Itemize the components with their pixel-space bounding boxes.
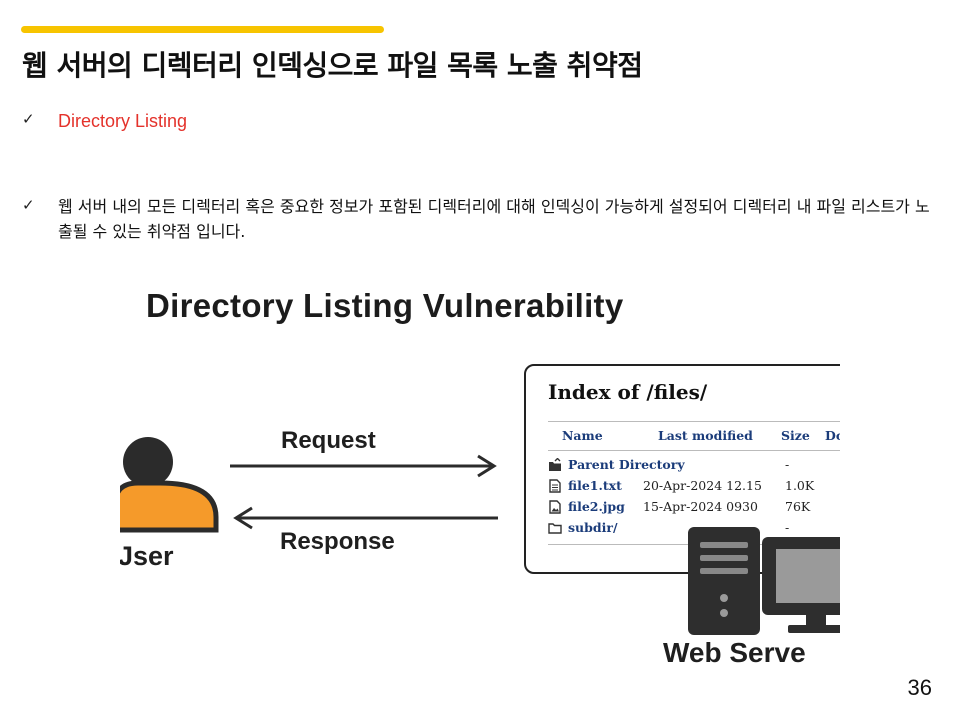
figure-graphics (120, 437, 498, 533)
file-size: - (785, 457, 790, 472)
monitor-icon (762, 537, 840, 633)
image-file-icon (549, 500, 561, 514)
divider (548, 421, 840, 422)
file-link[interactable]: file2.jpg (568, 499, 625, 514)
folder-up-icon (549, 458, 561, 471)
file-size: - (785, 520, 790, 535)
server-label: Web Serve (663, 637, 806, 668)
user-icon (120, 437, 219, 533)
response-arrow-icon (233, 506, 498, 530)
file-size: 76K (785, 499, 811, 514)
page-number: 36 (907, 675, 932, 700)
file-size: 1.0K (785, 478, 815, 493)
user-label: Jser (120, 541, 174, 571)
accent-bar (21, 26, 384, 33)
column-header-last-modified: Last modified (658, 428, 753, 443)
check-icon: ✓ (22, 196, 35, 214)
index-title: Index of /files/ (548, 380, 708, 404)
folder-icon (548, 523, 562, 534)
server-tower-icon (688, 527, 760, 635)
file-modified: 20-Apr-2024 12.15 (643, 478, 762, 493)
directory-listing-illustration: Directory Listing Vulnerability Request … (120, 255, 840, 720)
file-link[interactable]: subdir/ (568, 520, 618, 535)
response-label: Response (280, 528, 395, 555)
divider (548, 450, 840, 451)
file-link[interactable]: file1.txt (568, 478, 622, 493)
column-header-name: Name (562, 428, 603, 443)
figure-title: Directory Listing Vulnerability (146, 287, 624, 324)
bullet-directory-listing: Directory Listing (58, 111, 188, 131)
check-icon: ✓ (22, 110, 35, 128)
file-link[interactable]: Parent Directory (568, 457, 685, 472)
file-modified: 15-Apr-2024 0930 (643, 499, 758, 514)
file-icon (549, 479, 561, 493)
request-label: Request (281, 427, 376, 454)
slide-title: 웹 서버의 디렉터리 인덱싱으로 파일 목록 노출 취약점 (22, 49, 643, 82)
server-graphics (688, 527, 840, 635)
bullet-description: 웹 서버 내의 모든 디렉터리 혹은 중요한 정보가 포함된 디렉터리에 대해 … (58, 197, 930, 241)
column-header-description: Dc (825, 428, 840, 443)
column-header-size: Size (781, 428, 810, 443)
request-arrow-icon (230, 454, 497, 478)
